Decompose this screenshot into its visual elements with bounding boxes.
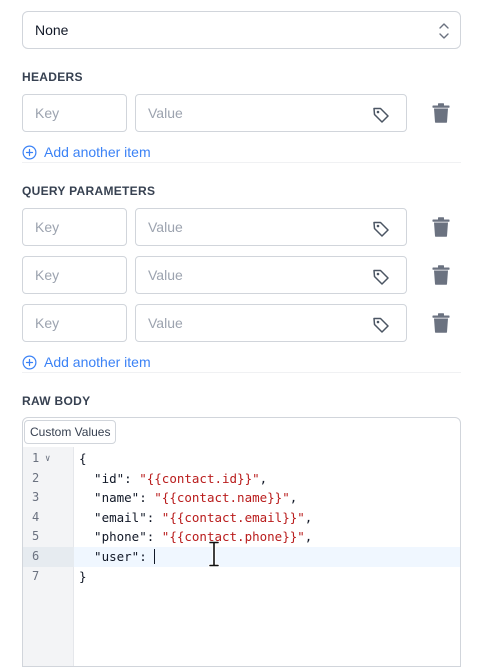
query-value-field[interactable] <box>135 208 407 246</box>
headers-divider <box>22 162 461 163</box>
line-number: 2 <box>32 470 40 485</box>
query-value-input[interactable] <box>136 209 366 245</box>
code-line[interactable]: 7 } <box>23 567 460 587</box>
line-number: 6 <box>23 547 74 567</box>
tag-icon[interactable] <box>372 220 390 238</box>
header-value-field[interactable] <box>135 94 407 132</box>
headers-add-item-button[interactable]: Add another item <box>22 144 151 160</box>
custom-values-button[interactable]: Custom Values <box>24 420 117 444</box>
query-add-item-button[interactable]: Add another item <box>22 354 151 370</box>
trash-icon[interactable] <box>432 217 450 237</box>
code-text: "name": "{{contact.name}}", <box>79 490 298 506</box>
query-value-field[interactable] <box>135 304 407 342</box>
code-line[interactable]: 2 "id": "{{contact.id}}", <box>23 469 460 489</box>
code-line[interactable]: 5 "phone": "{{contact.phone}}", <box>23 527 460 547</box>
chevron-down-icon[interactable]: ∨ <box>45 454 51 464</box>
line-number: 7 <box>32 568 40 583</box>
line-number: 4 <box>32 509 40 524</box>
line-number: 3 <box>32 490 40 505</box>
code-text: "email": "{{contact.email}}", <box>79 509 313 525</box>
text-caret <box>154 549 156 564</box>
query-parameters-label: QUERY PARAMETERS <box>22 184 156 198</box>
query-key-input[interactable] <box>22 208 127 246</box>
text-cursor-icon <box>208 541 220 567</box>
code-line[interactable]: 1∨ { <box>23 449 460 469</box>
code-text: } <box>79 568 87 584</box>
raw-body-editor[interactable]: Custom Values 1∨ { 2 "id": "{{contact.id… <box>22 417 461 667</box>
tag-icon[interactable] <box>372 106 390 124</box>
headers-label: HEADERS <box>22 70 83 84</box>
header-key-input[interactable] <box>22 94 127 132</box>
tag-icon[interactable] <box>372 268 390 286</box>
code-text: "phone": "{{contact.phone}}", <box>79 529 313 545</box>
code-text: { <box>79 451 87 466</box>
plus-circle-icon <box>22 355 37 369</box>
code-line[interactable]: 3 "name": "{{contact.name}}", <box>23 488 460 508</box>
body-type-select[interactable]: None <box>22 11 461 49</box>
query-divider <box>22 372 461 373</box>
chevron-up-down-icon <box>439 23 449 39</box>
code-text: "user": <box>79 549 156 564</box>
raw-body-label: RAW BODY <box>22 394 91 408</box>
trash-icon[interactable] <box>432 265 450 285</box>
headers-add-item-label: Add another item <box>44 144 151 160</box>
query-value-input[interactable] <box>136 257 366 293</box>
query-key-input[interactable] <box>22 256 127 294</box>
trash-icon[interactable] <box>432 313 450 333</box>
code-line-active[interactable]: 6 "user": <box>23 547 460 567</box>
plus-circle-icon <box>22 145 37 159</box>
query-value-field[interactable] <box>135 256 407 294</box>
line-number: 1∨ <box>23 449 74 469</box>
line-number: 5 <box>32 529 40 544</box>
header-value-input[interactable] <box>136 95 366 131</box>
query-value-input[interactable] <box>136 305 366 341</box>
tag-icon[interactable] <box>372 316 390 334</box>
trash-icon[interactable] <box>432 103 450 123</box>
query-key-input[interactable] <box>22 304 127 342</box>
code-text: "id": "{{contact.id}}", <box>79 470 268 486</box>
code-line[interactable]: 4 "email": "{{contact.email}}", <box>23 508 460 528</box>
body-type-select-value: None <box>35 22 69 38</box>
query-add-item-label: Add another item <box>44 354 151 370</box>
